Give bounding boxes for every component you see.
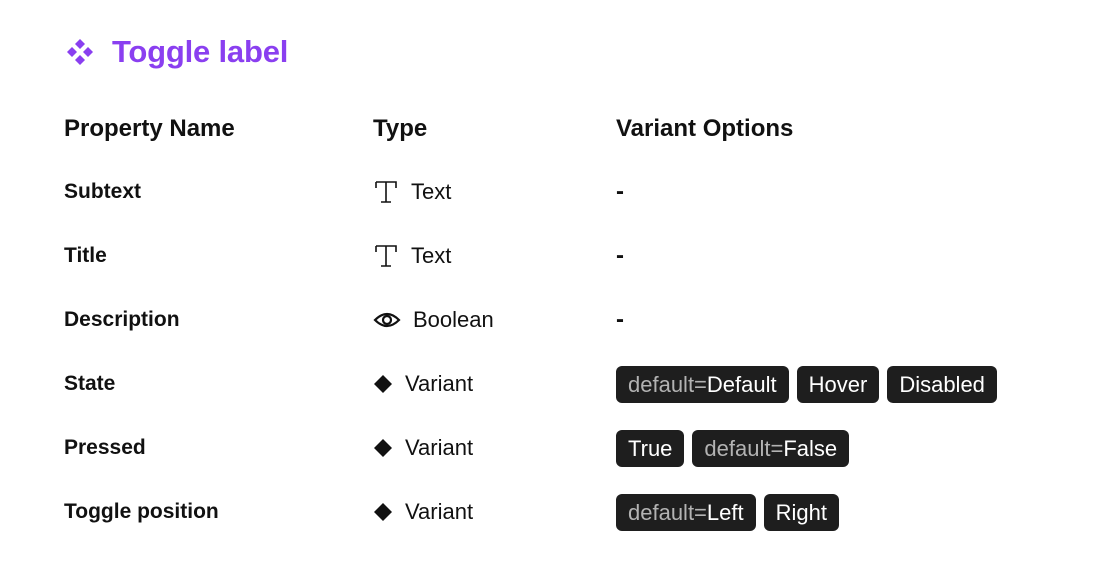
default-prefix: default= — [704, 435, 784, 461]
variant-option-label: Hover — [808, 371, 868, 397]
table-row: Subtext Text - — [0, 170, 1120, 214]
table-row: State Variant default=Default Hover Disa… — [0, 362, 1120, 406]
property-type: Boolean — [373, 298, 494, 342]
variant-option-chip: Hover — [796, 365, 880, 403]
property-type-label: Variant — [405, 371, 474, 396]
property-type-label: Text — [411, 243, 452, 268]
variant-option-label: True — [628, 435, 673, 461]
column-header-property-name: Property Name — [64, 115, 235, 142]
table-row: Description Boolean - — [0, 298, 1120, 342]
variant-option-chip: default=False — [692, 429, 850, 467]
text-type-icon — [373, 244, 399, 268]
variant-options-empty: - — [616, 242, 624, 269]
default-prefix: default= — [628, 499, 707, 525]
property-type-label: Variant — [405, 499, 474, 524]
property-type: Text — [373, 234, 451, 278]
variant-option-chip: Disabled — [887, 365, 997, 403]
property-type: Variant — [373, 362, 473, 406]
property-name: State — [64, 372, 116, 395]
component-icon — [67, 39, 93, 65]
property-type: Variant — [373, 490, 473, 534]
variant-options-empty: - — [616, 306, 624, 333]
diamond-icon — [373, 374, 393, 394]
variant-option-chip: Right — [763, 493, 839, 531]
property-type-label: Boolean — [413, 307, 494, 332]
diamond-icon — [373, 438, 393, 458]
page-title-row: Toggle label — [64, 30, 288, 74]
property-type-label: Text — [411, 179, 452, 204]
diamond-icon — [373, 502, 393, 522]
variant-option-label: Disabled — [899, 371, 985, 397]
property-name: Toggle position — [64, 500, 219, 523]
page-title: Toggle label — [112, 34, 289, 69]
variant-option-chip: default=Default — [616, 365, 789, 403]
property-name: Pressed — [64, 436, 146, 459]
property-name: Title — [64, 244, 107, 267]
variant-options-empty: - — [616, 178, 624, 205]
variant-option-chip: default=Left — [616, 493, 756, 531]
table-row: Title Text - — [0, 234, 1120, 278]
column-header-variant-options: Variant Options — [616, 115, 794, 142]
text-type-icon — [373, 180, 399, 204]
variant-options: default=Left Right — [616, 490, 839, 534]
property-name: Subtext — [64, 180, 142, 203]
table-row: Toggle position Variant default=Left Rig… — [0, 490, 1120, 534]
variant-option-label: Left — [706, 499, 744, 525]
property-type: Variant — [373, 426, 473, 470]
variant-options: True default=False — [616, 426, 850, 470]
variant-options: default=Default Hover Disabled — [616, 362, 997, 406]
variant-option-chip: True — [616, 429, 685, 467]
eye-icon — [373, 310, 401, 330]
column-header-type: Type — [373, 115, 428, 142]
table-row: Pressed Variant True default=False — [0, 426, 1120, 470]
property-type: Text — [373, 170, 451, 214]
default-prefix: default= — [628, 371, 707, 397]
property-type-label: Variant — [405, 435, 474, 460]
property-name: Description — [64, 308, 180, 331]
variant-option-label: Right — [775, 499, 827, 525]
variant-option-label: False — [783, 435, 838, 461]
variant-option-label: Default — [706, 371, 777, 397]
